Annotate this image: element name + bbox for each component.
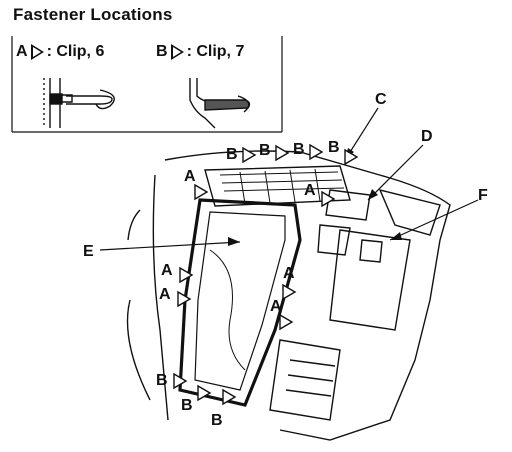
clip-label-b: B <box>226 146 238 163</box>
callout-d: D <box>421 128 433 145</box>
clip-b-marker-icon <box>309 143 324 161</box>
arrowhead-d-icon <box>368 189 378 200</box>
clip-label-a: A <box>184 168 196 185</box>
clip-a-marker-icon <box>177 290 192 308</box>
clip-triangle-icon <box>30 44 44 60</box>
clip-a-marker-icon <box>321 190 336 208</box>
clip-a-marker-icon <box>194 183 209 201</box>
arrowhead-f-icon <box>390 232 402 240</box>
clip-b-marker-icon <box>173 372 188 390</box>
leader-d <box>367 144 424 201</box>
clip-label-b: B <box>293 141 305 158</box>
legend-frame <box>11 36 283 133</box>
clip-label-b: B <box>259 142 271 159</box>
legend-text-a: : Clip, 6 <box>46 43 105 60</box>
legend-letter-b: B <box>156 43 168 60</box>
leader-f <box>389 199 479 241</box>
diagram-title: Fastener Locations <box>13 5 173 24</box>
center-trim-panel <box>178 189 383 407</box>
clip-label-a: A <box>161 262 173 279</box>
legend-letter-a: A <box>16 43 28 60</box>
clip-a-marker-icon <box>282 283 297 301</box>
clip-b-marker-icon <box>344 148 359 166</box>
clip-b-marker-icon <box>197 384 212 402</box>
clip-b-marker-icon <box>222 388 237 406</box>
clip-label-b: B <box>211 412 223 429</box>
leader-e <box>99 241 241 251</box>
clip-a-marker-icon <box>179 266 194 284</box>
callout-f: F <box>478 187 488 204</box>
top-vent-grille <box>204 165 351 207</box>
legend-text-b: : Clip, 7 <box>186 43 245 60</box>
clip-label-a: A <box>304 182 316 199</box>
clip-b-marker-icon <box>275 144 290 162</box>
callout-c: C <box>375 91 387 108</box>
clip-label-b: B <box>156 372 168 389</box>
arrowhead-e-icon <box>228 237 240 246</box>
clip-markers <box>173 143 359 406</box>
clip-a-marker-icon <box>279 313 294 331</box>
clip-triangle-icon <box>170 44 184 60</box>
clip-b-detail <box>189 78 251 129</box>
clip-label-a: A <box>270 298 282 315</box>
clip-label-a: A <box>283 265 295 282</box>
clip-b-marker-icon <box>242 146 257 164</box>
legend-clip-a: A : Clip, 6 <box>16 43 104 61</box>
callout-e: E <box>83 243 94 260</box>
clip-label-b: B <box>328 139 340 156</box>
clip-label-a: A <box>159 286 171 303</box>
clip-a-detail <box>43 78 115 128</box>
legend-clip-b: B : Clip, 7 <box>156 43 244 61</box>
clip-label-b: B <box>181 397 193 414</box>
